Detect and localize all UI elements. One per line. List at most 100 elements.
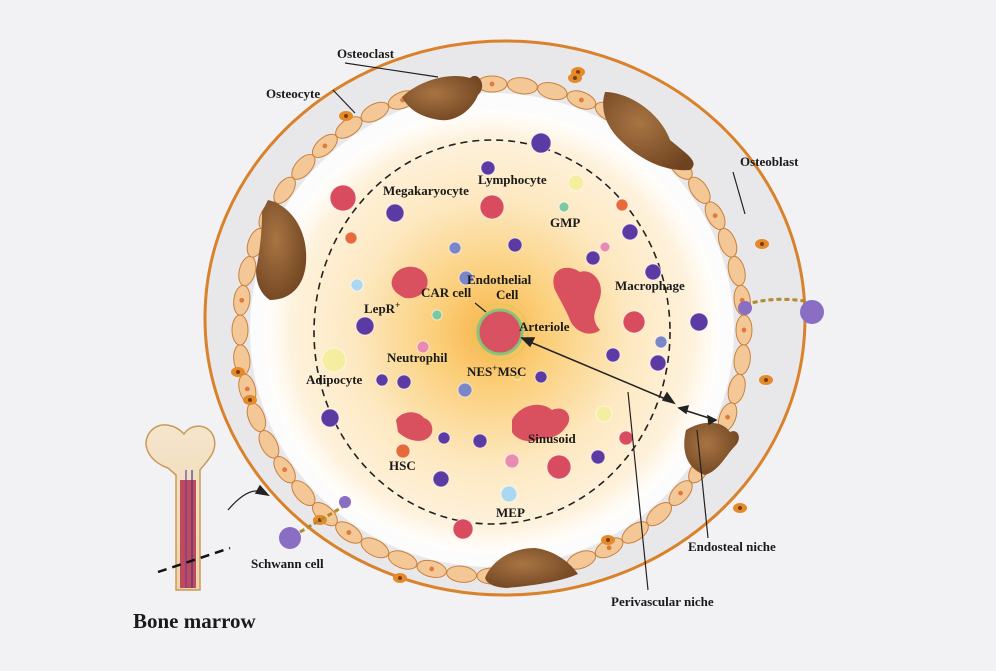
diagram-labels: Osteoclast Osteocyte Osteoblast Lymphocy… [133,46,799,633]
marrow-cell [530,132,552,154]
label-adipocyte: Adipocyte [306,372,363,387]
label-megakaryocyte: Megakaryocyte [383,183,469,198]
osteocyte-nucleus [573,76,577,80]
marrow-cell [599,241,611,253]
lining-cell-nucleus [741,327,747,333]
label-neutrophil: Neutrophil [387,350,448,365]
osteocyte-nucleus [760,242,764,246]
marrow-cell [350,278,364,292]
osteocyte-nucleus [248,398,252,402]
osteocyte-nucleus [344,114,348,118]
label-mep: MEP [496,505,525,520]
marrow-cell [329,184,357,212]
marrow-cell [605,347,621,363]
label-arteriole: Arteriole [519,319,570,334]
marrow-cell [654,335,668,349]
lining-cell-nucleus [678,490,683,496]
label-osteoclast: Osteoclast [337,46,395,61]
marrow-cell [385,203,405,223]
label-schwann-cell: Schwann cell [251,556,324,571]
label-endosteal-niche: Endosteal niche [688,539,776,554]
marrow-cell [546,454,572,480]
marrow-cell [507,237,523,253]
osteocyte-nucleus [764,378,768,382]
label-endothelial-cell: Cell [496,287,519,302]
osteocyte-nucleus [738,506,742,510]
marrow-cell [457,382,473,398]
marrow-cell [344,231,358,245]
label-bone-marrow: Bone marrow [133,609,257,633]
label-sinusoid: Sinusoid [528,431,576,446]
marrow-cell [480,160,496,176]
marrow-cell [375,373,389,387]
lining-cell-nucleus [244,386,250,392]
marrow-cell [649,354,667,372]
bone-illustration [145,424,231,591]
lining-cell-nucleus [712,213,718,219]
marrow-cell [622,310,646,334]
leader-lines [227,62,746,591]
marrow-cell [452,518,474,540]
lining-cell-nucleus [489,81,495,87]
marrow-cell [644,263,662,281]
label-macrophage: Macrophage [615,278,685,293]
marrow-cell [432,470,450,488]
marrow-cell [472,433,488,449]
label-gmp: GMP [550,215,580,230]
marrow-cell [534,370,548,384]
perivascular-boundary [313,139,671,525]
label-lepr: LepR+ [364,300,400,316]
label-perivascular-niche: Perivascular niche [611,594,714,609]
marrow-cell [615,198,629,212]
marrow-cell [590,449,606,465]
lining-cell-nucleus [429,566,435,572]
marrow-cell [448,241,462,255]
marrow-cell [504,453,520,469]
osteoclast-cells [256,75,739,588]
label-osteocyte: Osteocyte [266,86,320,101]
marrow-cell [512,371,522,381]
schwann-cell-icons [279,300,824,549]
label-osteoblast: Osteoblast [740,154,799,169]
marrow-cell [437,431,451,445]
osteocyte-cells [231,67,773,583]
lining-cell-nucleus [239,297,245,303]
marrow-cell [479,194,505,220]
marrow-cell [396,374,412,390]
label-nes-msc: NES+MSC [467,363,526,379]
osteocyte-nucleus [398,576,402,580]
marrow-cell [321,347,347,373]
osteocyte-nucleus [236,370,240,374]
marrow-cell [416,340,430,354]
marrow-cell [395,443,411,459]
marrow-cell [621,223,639,241]
marrow-cell [320,408,340,428]
lining-cell-nucleus [725,414,730,420]
marrow-cell [618,430,634,446]
marrow-cell [585,250,601,266]
label-hsc: HSC [389,458,416,473]
marrow-cell [431,309,443,321]
label-lymphocyte: Lymphocyte [478,172,547,187]
lining-cell-nucleus [606,545,612,551]
marrow-cell [595,405,613,423]
lining-cell-nucleus [322,143,328,149]
marrow-cell [500,485,518,503]
marrow-cell [558,201,570,213]
marrow-cell [458,270,474,286]
label-car-cell: CAR cell [421,285,472,300]
osteocyte-nucleus [576,70,580,74]
lining-cell [231,314,249,346]
label-endothelial: Endothelial [467,272,532,287]
arrows [254,337,718,497]
lining-cell-nucleus [282,467,287,473]
osteocyte-nucleus [606,538,610,542]
lining-cell-nucleus [346,530,352,535]
marrow-cell [355,316,375,336]
lining-cell-nucleus [579,97,584,103]
vessels [391,266,601,442]
marrow-cell [689,312,709,332]
marrow-cells [320,132,709,540]
marrow-cell [567,174,585,192]
